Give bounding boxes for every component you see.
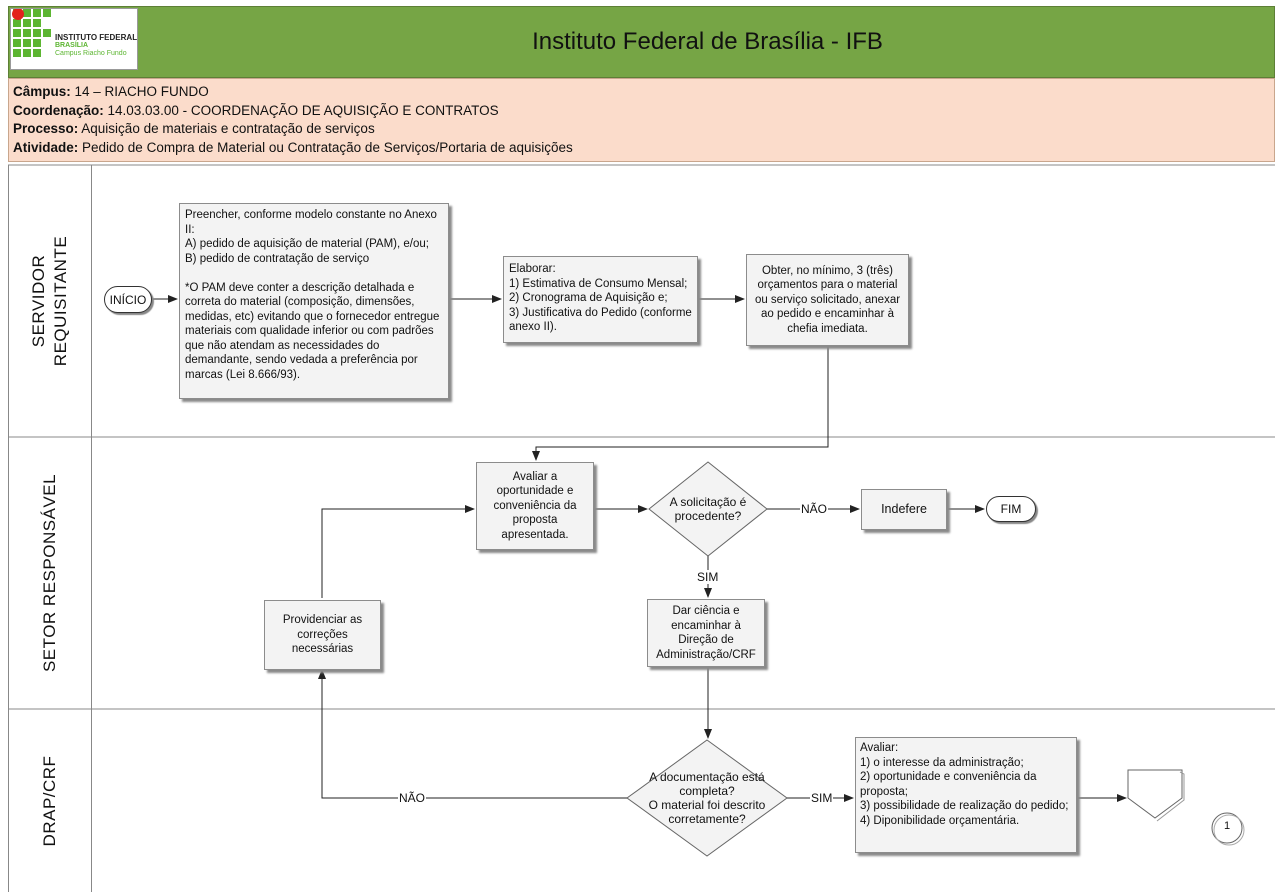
step-indefere: Indefere [861, 489, 947, 530]
step-avaliar-drap: Avaliar: 1) o interesse da administração… [855, 737, 1077, 853]
logo-line-3: Campus Riacho Fundo [55, 50, 127, 57]
header-bar [8, 6, 1275, 78]
start-terminator: INÍCIO [104, 286, 152, 313]
page-ref-circle [1211, 812, 1243, 844]
logo-line-1: INSTITUTO FEDERAL [55, 33, 138, 42]
edge-providenciar-avaliar [321, 505, 475, 598]
edge-label-nao-procedente: NÃO [800, 502, 829, 516]
decision-documentacao-shape [626, 739, 788, 857]
activity-label: Atividade: [13, 139, 79, 155]
process-value: Aquisição de materiais e contratação de … [78, 121, 375, 136]
end-terminator: FIM [986, 496, 1036, 522]
offpage-connector-shape [1127, 769, 1183, 819]
logo-line-2: BRASÍLIA [55, 42, 89, 49]
page-title: Instituto Federal de Brasília - IFB [532, 28, 883, 55]
page-ref-number: 1 [1223, 820, 1231, 832]
info-atividade: Atividade: Pedido de Compra de Material … [13, 139, 1270, 158]
campus-label: Câmpus: [13, 84, 71, 99]
step-providenciar: Providenciar as correções necessárias [264, 600, 381, 670]
lane-drap: DRAP/CRF [8, 709, 92, 892]
lane-setor: SETOR RESPONSÁVEL [8, 437, 92, 709]
edge-label-sim-documentacao: SIM [810, 791, 834, 805]
edge-label-sim-procedente: SIM [696, 570, 720, 584]
lane-servidor: SERVIDOR REQUISITANTE [8, 165, 92, 437]
decision-documentacao: A documentação está completa? O material… [648, 770, 766, 826]
step-dar-ciencia: Dar ciência e encaminhar à Direção de Ad… [647, 599, 765, 667]
edge-obter-avaliar [532, 346, 829, 461]
step-obter: Obter, no mínimo, 3 (três) orçamentos pa… [746, 254, 909, 346]
coord-value: 14.03.03.00 - COORDENAÇÃO DE AQUISIÇÃO E… [103, 102, 499, 118]
edge-label-nao-documentacao: NÃO [398, 791, 427, 805]
info-coordenacao: Coordenação: 14.03.03.00 - COORDENAÇÃO D… [13, 102, 1270, 121]
process-label: Processo: [13, 121, 79, 136]
campus-value: 14 – RIACHO FUNDO [70, 84, 209, 99]
ifb-logo: INSTITUTO FEDERAL BRASÍLIA Campus Riacho… [10, 8, 138, 70]
info-processo: Processo: Aquisição de materiais e contr… [13, 120, 1270, 139]
edge-nao-providenciar [318, 669, 627, 799]
step-avaliar-oportunidade: Avaliar a oportunidade e conveniência da… [476, 462, 594, 550]
step-preencher: Preencher, conforme modelo constante no … [179, 203, 449, 399]
decision-procedente: A solicitação é procedente? [669, 495, 747, 523]
coord-label: Coordenação: [13, 102, 104, 118]
logo-mark-icon [12, 8, 51, 57]
step-elaborar: Elaborar: 1) Estimativa de Consumo Mensa… [503, 256, 698, 343]
info-campus: Câmpus: 14 – RIACHO FUNDO [13, 83, 1270, 102]
process-info: Câmpus: 14 – RIACHO FUNDO Coordenação: 1… [8, 78, 1275, 162]
activity-value: Pedido de Compra de Material ou Contrata… [78, 139, 573, 155]
